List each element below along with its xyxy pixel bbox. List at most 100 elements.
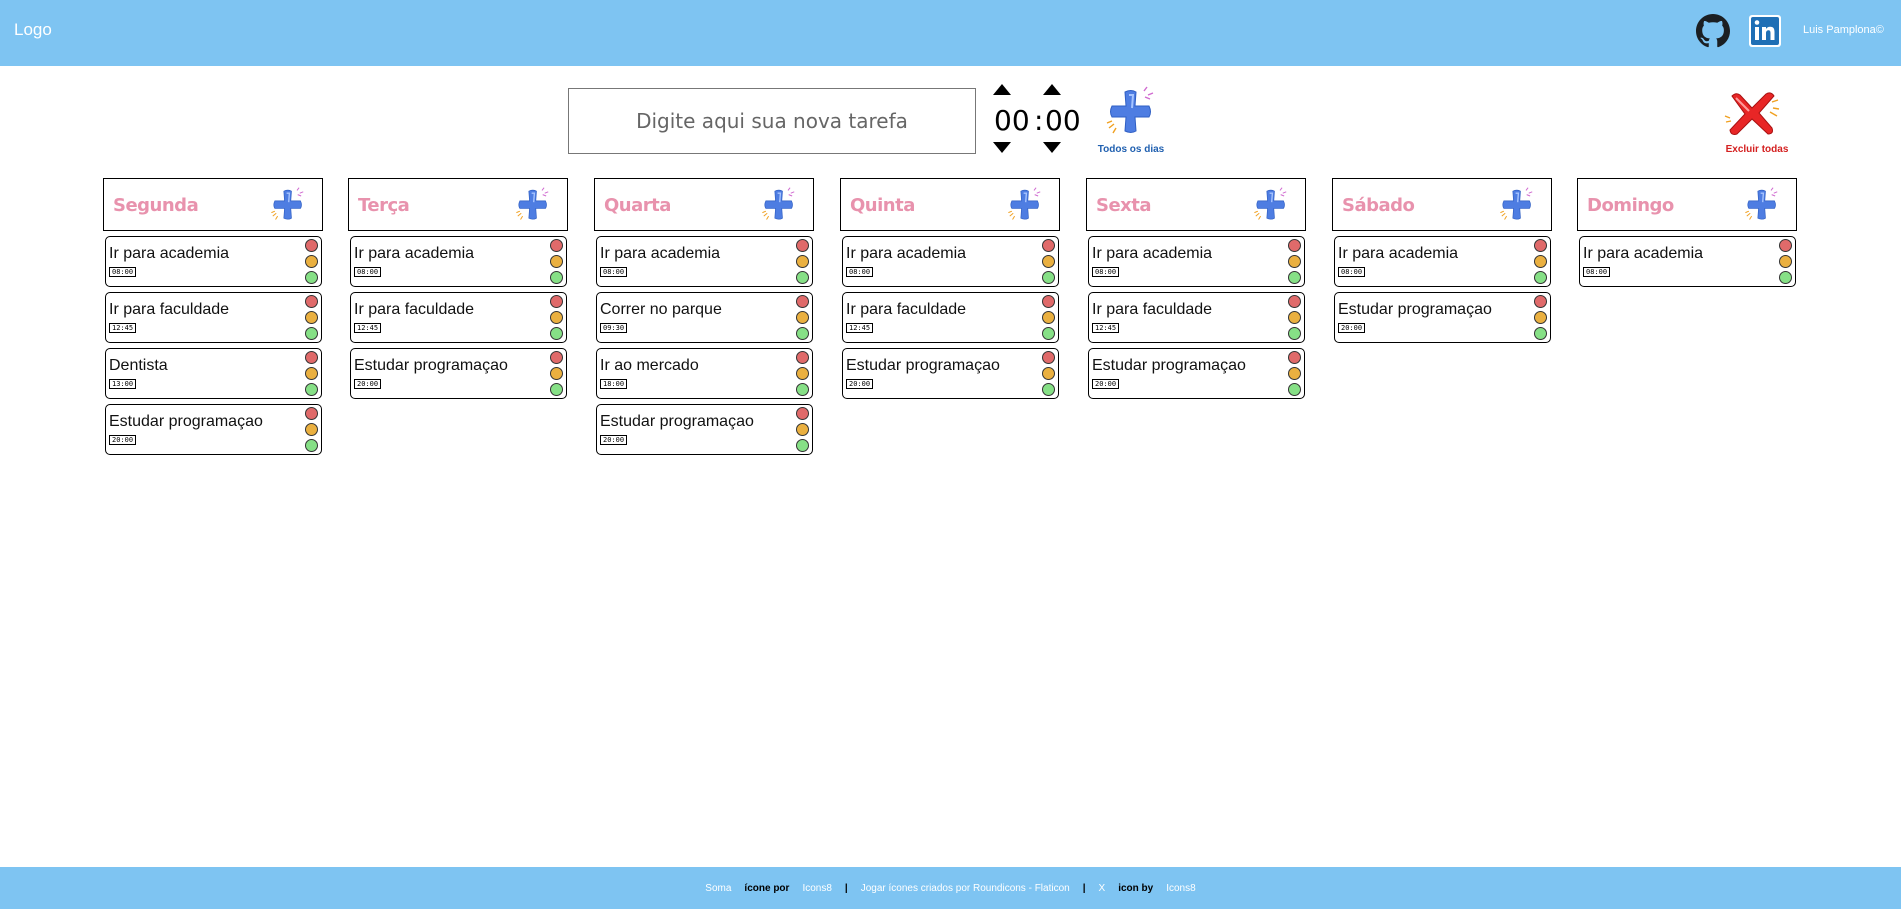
priority-low-dot[interactable] <box>305 439 318 452</box>
priority-low-dot[interactable] <box>1288 327 1301 340</box>
priority-low-dot[interactable] <box>1042 383 1055 396</box>
priority-medium-dot[interactable] <box>1288 367 1301 380</box>
priority-medium-dot[interactable] <box>305 367 318 380</box>
github-icon[interactable] <box>1696 14 1730 48</box>
priority-medium-dot[interactable] <box>1534 255 1547 268</box>
minute-up-arrow-icon[interactable] <box>1043 84 1061 95</box>
priority-high-dot[interactable] <box>305 295 318 308</box>
priority-low-dot[interactable] <box>796 271 809 284</box>
minute-down-arrow-icon[interactable] <box>1043 142 1061 153</box>
footer-x[interactable]: X <box>1098 882 1106 894</box>
priority-low-dot[interactable] <box>550 383 563 396</box>
priority-medium-dot[interactable] <box>796 255 809 268</box>
linkedin-icon[interactable] <box>1748 14 1782 48</box>
add-task-plus-icon[interactable] <box>1253 187 1289 223</box>
add-task-plus-icon[interactable] <box>515 187 551 223</box>
priority-low-dot[interactable] <box>1288 271 1301 284</box>
priority-low-dot[interactable] <box>550 271 563 284</box>
priority-high-dot[interactable] <box>305 351 318 364</box>
minutes-value[interactable]: 00 <box>1045 104 1081 137</box>
priority-high-dot[interactable] <box>1779 239 1792 252</box>
priority-medium-dot[interactable] <box>305 423 318 436</box>
priority-low-dot[interactable] <box>796 383 809 396</box>
priority-low-dot[interactable] <box>305 271 318 284</box>
priority-high-dot[interactable] <box>796 239 809 252</box>
priority-medium-dot[interactable] <box>305 311 318 324</box>
hours-value[interactable]: 00 <box>994 104 1030 137</box>
priority-low-dot[interactable] <box>305 327 318 340</box>
priority-high-dot[interactable] <box>305 407 318 420</box>
priority-high-dot[interactable] <box>1288 351 1301 364</box>
add-task-plus-icon[interactable] <box>1744 187 1780 223</box>
priority-high-dot[interactable] <box>305 239 318 252</box>
priority-high-dot[interactable] <box>1288 295 1301 308</box>
priority-low-dot[interactable] <box>1534 327 1547 340</box>
priority-high-dot[interactable] <box>796 407 809 420</box>
priority-medium-dot[interactable] <box>1779 255 1792 268</box>
add-task-plus-icon[interactable] <box>761 187 797 223</box>
priority-high-dot[interactable] <box>1042 351 1055 364</box>
priority-high-dot[interactable] <box>1042 295 1055 308</box>
footer-flaticon-link[interactable]: Jogar ícones criados por Roundicons - Fl… <box>860 882 1070 894</box>
footer-icons8-link[interactable]: Icons8 <box>1166 882 1196 894</box>
footer-soma[interactable]: Soma <box>705 882 732 894</box>
add-task-plus-icon[interactable] <box>1007 187 1043 223</box>
priority-low-dot[interactable] <box>305 383 318 396</box>
priority-medium-dot[interactable] <box>1288 311 1301 324</box>
new-task-input[interactable]: Digite aqui sua nova tarefa <box>568 88 976 154</box>
priority-high-dot[interactable] <box>796 351 809 364</box>
priority-low-dot[interactable] <box>1042 327 1055 340</box>
priority-low-dot[interactable] <box>796 327 809 340</box>
add-all-days-button[interactable]: Todos os dias <box>1096 86 1166 156</box>
priority-medium-dot[interactable] <box>796 311 809 324</box>
priority-high-dot[interactable] <box>1534 295 1547 308</box>
priority-high-dot[interactable] <box>550 351 563 364</box>
priority-high-dot[interactable] <box>1534 239 1547 252</box>
priority-high-dot[interactable] <box>1288 239 1301 252</box>
priority-medium-dot[interactable] <box>1042 311 1055 324</box>
priority-low-dot[interactable] <box>796 439 809 452</box>
priority-low-dot[interactable] <box>1534 271 1547 284</box>
hour-up-arrow-icon[interactable] <box>993 84 1011 95</box>
priority-medium-dot[interactable] <box>550 255 563 268</box>
add-task-plus-icon[interactable] <box>1499 187 1535 223</box>
priority-low-dot[interactable] <box>1779 271 1792 284</box>
add-task-plus-icon[interactable] <box>270 187 306 223</box>
priority-medium-dot[interactable] <box>550 311 563 324</box>
priority-medium-dot[interactable] <box>1042 255 1055 268</box>
priority-medium-dot[interactable] <box>796 367 809 380</box>
priority-low-dot[interactable] <box>1042 271 1055 284</box>
priority-low-dot[interactable] <box>550 327 563 340</box>
delete-all-button[interactable]: Excluir todas <box>1722 88 1792 158</box>
priority-medium-dot[interactable] <box>1288 255 1301 268</box>
priority-high-dot[interactable] <box>1042 239 1055 252</box>
priority-medium-dot[interactable] <box>1534 311 1547 324</box>
priority-medium-dot[interactable] <box>796 423 809 436</box>
logo[interactable]: Logo <box>14 20 52 39</box>
priority-high-dot[interactable] <box>550 295 563 308</box>
footer-icons8-link[interactable]: Icons8 <box>802 882 832 894</box>
hour-down-arrow-icon[interactable] <box>993 142 1011 153</box>
priority-medium-dot[interactable] <box>305 255 318 268</box>
priority-medium-dot[interactable] <box>550 367 563 380</box>
